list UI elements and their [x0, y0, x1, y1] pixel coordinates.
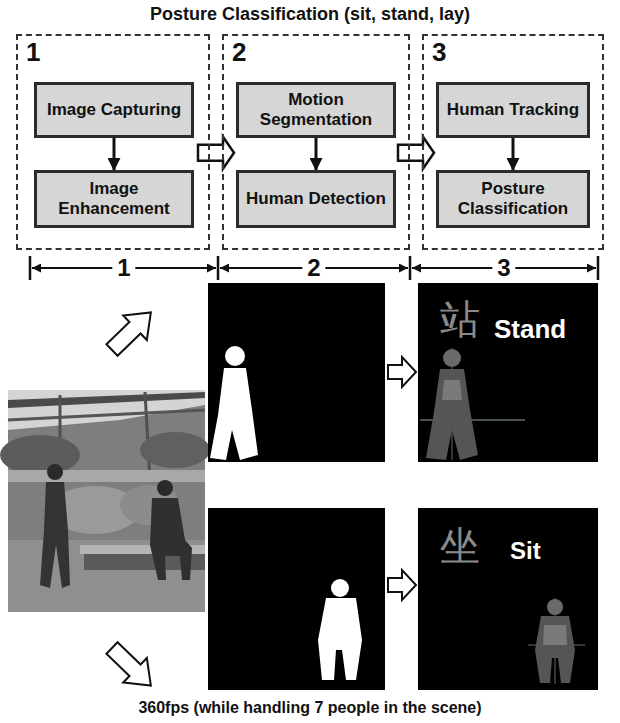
classification-panel-ground — [418, 508, 598, 690]
tracked-figure — [535, 616, 575, 683]
stage-number: 2 — [232, 37, 246, 67]
stage-number: 1 — [26, 37, 40, 67]
posture-label: Stand — [494, 315, 566, 344]
hollow-arrow — [388, 570, 416, 600]
hollow-arrow — [388, 357, 416, 387]
silhouette — [210, 368, 258, 460]
tracked-figure — [442, 380, 462, 400]
process-box: Motion Segmentation — [236, 82, 396, 138]
scene-photo — [0, 390, 210, 612]
process-label: Human Detection — [246, 189, 386, 209]
process-box: Image Enhancement — [34, 170, 194, 228]
stage-number: 3 — [432, 37, 446, 67]
stage-group: 3Human TrackingPosture Classification — [422, 34, 604, 250]
stage-group: 2Motion SegmentationHuman Detection — [222, 34, 410, 250]
result-panel: 站 Stand — [418, 283, 598, 462]
hollow-arrow — [100, 636, 162, 698]
dimension-tick — [217, 256, 220, 280]
segmentation-panel — [208, 508, 385, 690]
hollow-arrow — [388, 570, 416, 600]
hollow-arrow — [100, 300, 162, 362]
segmentation-panel — [208, 508, 385, 690]
segmentation-panel — [208, 283, 385, 462]
process-label: Image Enhancement — [43, 179, 185, 219]
classification-panel — [418, 508, 598, 690]
person — [47, 464, 63, 480]
posture-label: Sit — [510, 538, 541, 564]
process-box: Image Capturing — [34, 82, 194, 138]
stage-arrow — [198, 137, 234, 169]
stage-group: 1Image CapturingImage Enhancement — [16, 34, 210, 250]
hollow-arrow — [100, 300, 162, 362]
tracked-figure — [543, 625, 567, 645]
process-box: Human Tracking — [436, 82, 590, 138]
dimension-row — [30, 256, 598, 280]
dimension-label: 3 — [492, 255, 515, 281]
hollow-arrow — [100, 636, 162, 698]
silhouette — [225, 346, 245, 366]
tracked-figure — [547, 599, 563, 615]
photo-sky — [8, 390, 205, 430]
table — [8, 470, 205, 482]
process-label: Human Tracking — [447, 100, 579, 120]
canopy-beam — [8, 392, 205, 408]
tree — [140, 432, 210, 468]
flow-arrow — [315, 138, 318, 170]
person — [157, 480, 173, 496]
segmentation-panel — [208, 283, 385, 462]
silhouette — [331, 579, 349, 597]
process-box: Posture Classification — [436, 170, 590, 228]
process-label: Motion Segmentation — [245, 90, 387, 130]
dimension-label: 2 — [302, 255, 325, 281]
flow-arrow — [113, 138, 116, 170]
result-panel: 坐 Sit — [418, 508, 598, 690]
dimension-label: 1 — [112, 255, 135, 281]
flow-arrow — [512, 138, 515, 170]
classification-panel — [418, 283, 598, 462]
tree — [0, 435, 80, 475]
stage-arrow — [398, 137, 434, 169]
dimension-tick — [29, 256, 32, 280]
process-label: Posture Classification — [445, 179, 581, 219]
canopy-post — [145, 392, 150, 480]
photo-ground — [8, 390, 205, 612]
process-label: Image Capturing — [47, 100, 181, 120]
person — [150, 498, 192, 580]
tracked-figure — [443, 349, 461, 367]
silhouette — [318, 598, 362, 680]
dimension-tick — [409, 256, 412, 280]
diagram-title: Posture Classification (sit, stand, lay) — [0, 4, 620, 26]
dimension-tick — [597, 256, 600, 280]
person — [40, 482, 70, 588]
chinese-posture-label: 坐 — [440, 524, 480, 568]
tracked-figure — [426, 369, 478, 460]
hollow-arrow — [388, 357, 416, 387]
chinese-posture-label: 站 — [440, 297, 480, 341]
connectors — [114, 137, 513, 170]
canopy-beam — [8, 410, 205, 420]
diagram-caption: 360fps (while handling 7 people in the s… — [0, 698, 620, 717]
process-box: Human Detection — [236, 170, 396, 228]
classification-panel-ground — [418, 283, 598, 462]
